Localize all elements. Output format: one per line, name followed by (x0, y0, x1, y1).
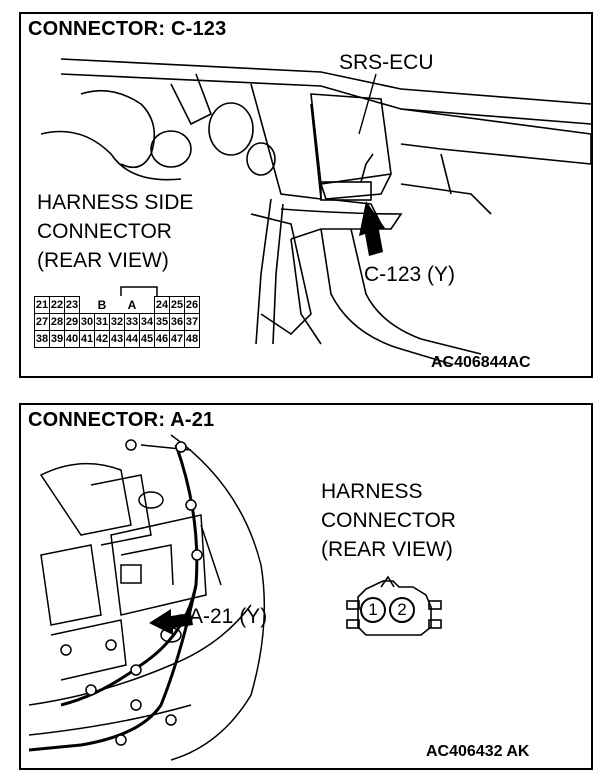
pin-cell: 21 (34, 296, 50, 314)
arrow-icon (359, 201, 385, 256)
harness-label-line-1: HARNESS SIDE (37, 188, 194, 217)
pin-cell: 27 (34, 313, 50, 331)
pin-cell: B (97, 297, 107, 312)
pin-2: 2 (389, 597, 415, 623)
dashboard-illustration (40, 58, 591, 365)
engine-bay-illustration (28, 434, 442, 761)
pin-1: 1 (360, 597, 386, 623)
pin-cell: 26 (184, 296, 200, 314)
pin-cell: 44 (124, 330, 140, 348)
pin-cell (140, 297, 155, 314)
pin-cell: 48 (184, 330, 200, 348)
pin-cell: 22 (49, 296, 65, 314)
connector-callout: C-123 (Y) (364, 263, 456, 286)
pin-cell: 45 (139, 330, 155, 348)
pin-cell: 32 (109, 313, 125, 331)
harness-label-line-3: (REAR VIEW) (321, 538, 453, 561)
panel-title: CONNECTOR: A-21 (28, 409, 219, 432)
figure-code: AC406844AC (431, 354, 531, 371)
pin-cell: 47 (169, 330, 185, 348)
harness-label-line-2: CONNECTOR (37, 217, 172, 246)
pin-cell: 25 (169, 296, 185, 314)
pin-cell: 36 (169, 313, 185, 331)
pin-cell: 46 (154, 330, 170, 348)
figure-code: AC406432 AK (426, 743, 530, 760)
pin-cell: 41 (79, 330, 95, 348)
pin-cell (110, 297, 125, 314)
panel-title: CONNECTOR: C-123 (28, 18, 231, 41)
pin-cell: 34 (139, 313, 155, 331)
pin-cell: 35 (154, 313, 170, 331)
harness-label-line-2: CONNECTOR (321, 509, 456, 532)
pin-cell: 23 (64, 296, 80, 314)
pin-cell: A (127, 297, 137, 312)
pin-cell: 37 (184, 313, 200, 331)
pin-cell: 42 (94, 330, 110, 348)
pin-cell: 39 (49, 330, 65, 348)
pin-cell: 43 (109, 330, 125, 348)
pin-cell: 40 (64, 330, 80, 348)
pin-cell: 31 (94, 313, 110, 331)
pin-cell: 33 (124, 313, 140, 331)
ecu-label: SRS-ECU (339, 51, 434, 74)
pin-cell: 38 (34, 330, 50, 348)
pin-cell: 29 (64, 313, 80, 331)
connector-a21-panel: CONNECTOR: A-21 HARNESS CONNECTOR (REAR … (19, 403, 593, 770)
arrow-icon (149, 609, 193, 635)
pin-cell: 28 (49, 313, 65, 331)
pin-cell (80, 297, 95, 314)
pin-cell: 24 (154, 296, 170, 314)
connector-callout: A-21 (Y) (189, 605, 268, 628)
harness-label-line-3: (REAR VIEW) (37, 246, 169, 275)
pin-cell: 30 (79, 313, 95, 331)
connector-housing-icon (346, 575, 442, 636)
harness-label-line-1: HARNESS (321, 480, 423, 503)
connector-c123-panel: CONNECTOR: C-123 SRS-ECU HARNESS SIDE CO… (19, 12, 593, 378)
